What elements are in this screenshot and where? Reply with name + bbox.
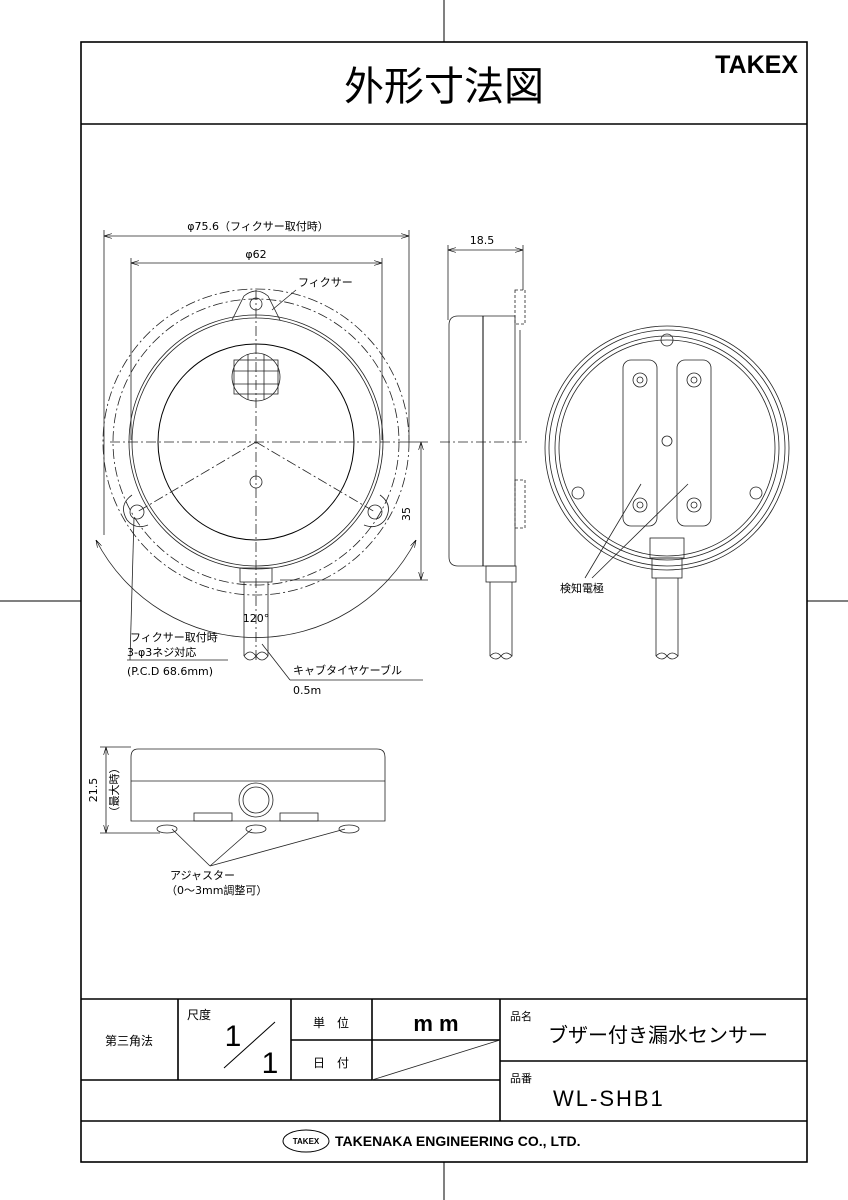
dim-outer-diameter: φ75.6（フィクサー取付時） <box>187 220 329 233</box>
cable-length: 0.5m <box>293 684 321 697</box>
company-logo: TAKEX <box>293 1137 320 1146</box>
dim-height: 21.5 <box>87 778 100 803</box>
title-block: 第三角法 尺度 1 1 単 位 m m 日 付 品名 ブザー付き漏水センサー 品… <box>81 998 807 1153</box>
company-name: TAKENAKA ENGINEERING CO., LTD. <box>335 1133 581 1149</box>
product-name: ブザー付き漏水センサー <box>548 1023 768 1047</box>
bottom-view: 21.5 （最大時） アジャスター （0〜3mm調整可） <box>87 746 386 897</box>
unit-label: 単 位 <box>313 1015 349 1030</box>
product-name-label: 品名 <box>510 1009 532 1023</box>
drawing-frame <box>80 41 808 1163</box>
fixer-label: フィクサー <box>298 276 353 289</box>
dim-height-note: （最大時） <box>107 763 121 818</box>
scale-numerator: 1 <box>225 1020 242 1053</box>
mount-note-1: フィクサー取付時 <box>130 631 218 644</box>
scale-denominator: 1 <box>262 1047 279 1080</box>
adjuster-note: （0〜3mm調整可） <box>166 883 267 897</box>
product-number-label: 品番 <box>510 1072 532 1085</box>
front-view: φ75.6（フィクサー取付時） φ62 フィクサー <box>96 220 428 697</box>
dim-35: 35 <box>400 507 413 521</box>
side-view: 18.5 <box>440 234 530 660</box>
mount-note-2: 3-φ3ネジ対応 <box>127 645 196 659</box>
dim-body-diameter: φ62 <box>245 248 266 261</box>
page-title: 外形寸法図 <box>344 64 544 110</box>
date-label: 日 付 <box>313 1056 349 1070</box>
adjuster-label: アジャスター <box>170 869 235 882</box>
electrode-label: 検知電極 <box>560 581 604 595</box>
dim-depth: 18.5 <box>470 234 495 247</box>
rear-view: 検知電極 <box>544 325 790 660</box>
brand-logo: TAKEX <box>715 51 798 79</box>
scale-label: 尺度 <box>187 1007 211 1022</box>
projection-method: 第三角法 <box>105 1034 153 1048</box>
unit-value: m m <box>413 1011 458 1036</box>
mount-note-3: (P.C.D 68.6mm) <box>127 665 213 678</box>
product-number: WL-SHB1 <box>553 1086 665 1111</box>
angle-label: 120° <box>243 612 270 625</box>
cable-label: キャブタイヤケーブル <box>293 663 402 677</box>
